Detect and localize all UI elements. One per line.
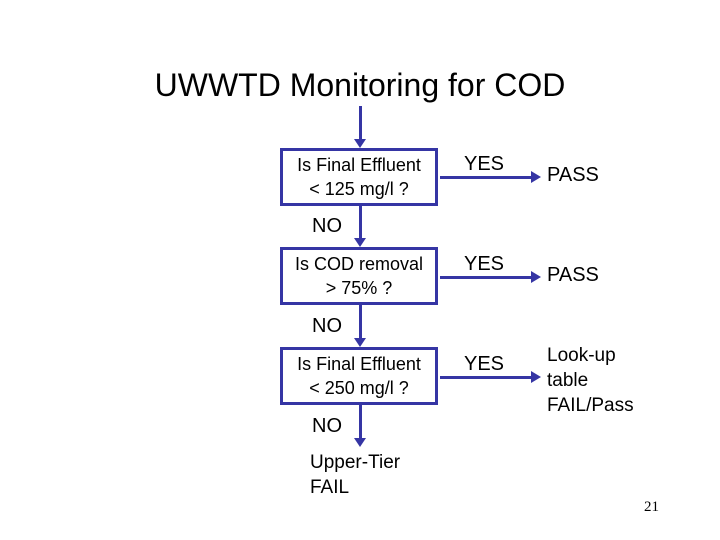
no-label-3: NO xyxy=(312,415,342,437)
arrow-down-icon xyxy=(354,139,366,148)
connector-line xyxy=(440,375,533,379)
result-lookup-line2: table xyxy=(547,370,589,391)
question-box-1-line2: < 125 mg/l ? xyxy=(309,179,409,199)
no-label-2: NO xyxy=(312,315,342,337)
connector-line xyxy=(358,106,362,141)
final-outcome-line2: FAIL xyxy=(310,477,350,498)
connector-line xyxy=(358,405,362,440)
yes-label-3: YES xyxy=(464,353,505,375)
slide-title: UWWTD Monitoring for COD xyxy=(154,67,566,103)
no-label-1: NO xyxy=(312,215,342,237)
page-number: 21 xyxy=(644,499,659,515)
connector-line xyxy=(358,206,362,240)
arrow-right-icon xyxy=(531,271,541,283)
result-pass-1: PASS xyxy=(547,164,599,186)
result-lookup-table: Look-up table FAIL/Pass xyxy=(547,343,634,418)
yes-label-1: YES xyxy=(464,153,505,175)
question-box-2-line2: > 75% ? xyxy=(325,278,393,298)
arrow-down-icon xyxy=(354,438,366,447)
connector-arrow-yes-2 xyxy=(440,271,541,283)
connector-arrow-no-2 xyxy=(353,305,367,347)
arrow-down-icon xyxy=(354,238,366,247)
arrow-right-icon xyxy=(531,171,541,183)
arrow-down-icon xyxy=(354,338,366,347)
connector-line xyxy=(358,305,362,340)
question-box-2-line1: Is COD removal xyxy=(294,254,424,274)
connector-arrow-yes-3 xyxy=(440,371,541,383)
result-pass-2: PASS xyxy=(547,264,599,286)
connector-arrow-no-1 xyxy=(353,206,367,247)
question-box-1: Is Final Effluent < 125 mg/l ? xyxy=(280,148,438,206)
question-box-3: Is Final Effluent < 250 mg/l ? xyxy=(280,347,438,405)
final-outcome: Upper-Tier FAIL xyxy=(310,450,400,500)
result-lookup-line3: FAIL/Pass xyxy=(547,395,634,416)
final-outcome-line1: Upper-Tier xyxy=(310,452,401,473)
connector-arrow-no-3 xyxy=(353,405,367,447)
arrow-right-icon xyxy=(531,371,541,383)
question-box-3-line1: Is Final Effluent xyxy=(297,354,421,374)
result-lookup-line1: Look-up xyxy=(547,345,616,366)
connector-line xyxy=(440,175,533,179)
yes-label-2: YES xyxy=(464,253,505,275)
connector-arrow-yes-1 xyxy=(440,171,541,183)
question-box-3-line2: < 250 mg/l ? xyxy=(309,378,409,398)
question-box-1-line1: Is Final Effluent xyxy=(297,155,421,175)
connector-line xyxy=(440,275,533,279)
connector-arrow-start xyxy=(353,106,367,148)
question-box-2: Is COD removal > 75% ? xyxy=(280,247,438,305)
